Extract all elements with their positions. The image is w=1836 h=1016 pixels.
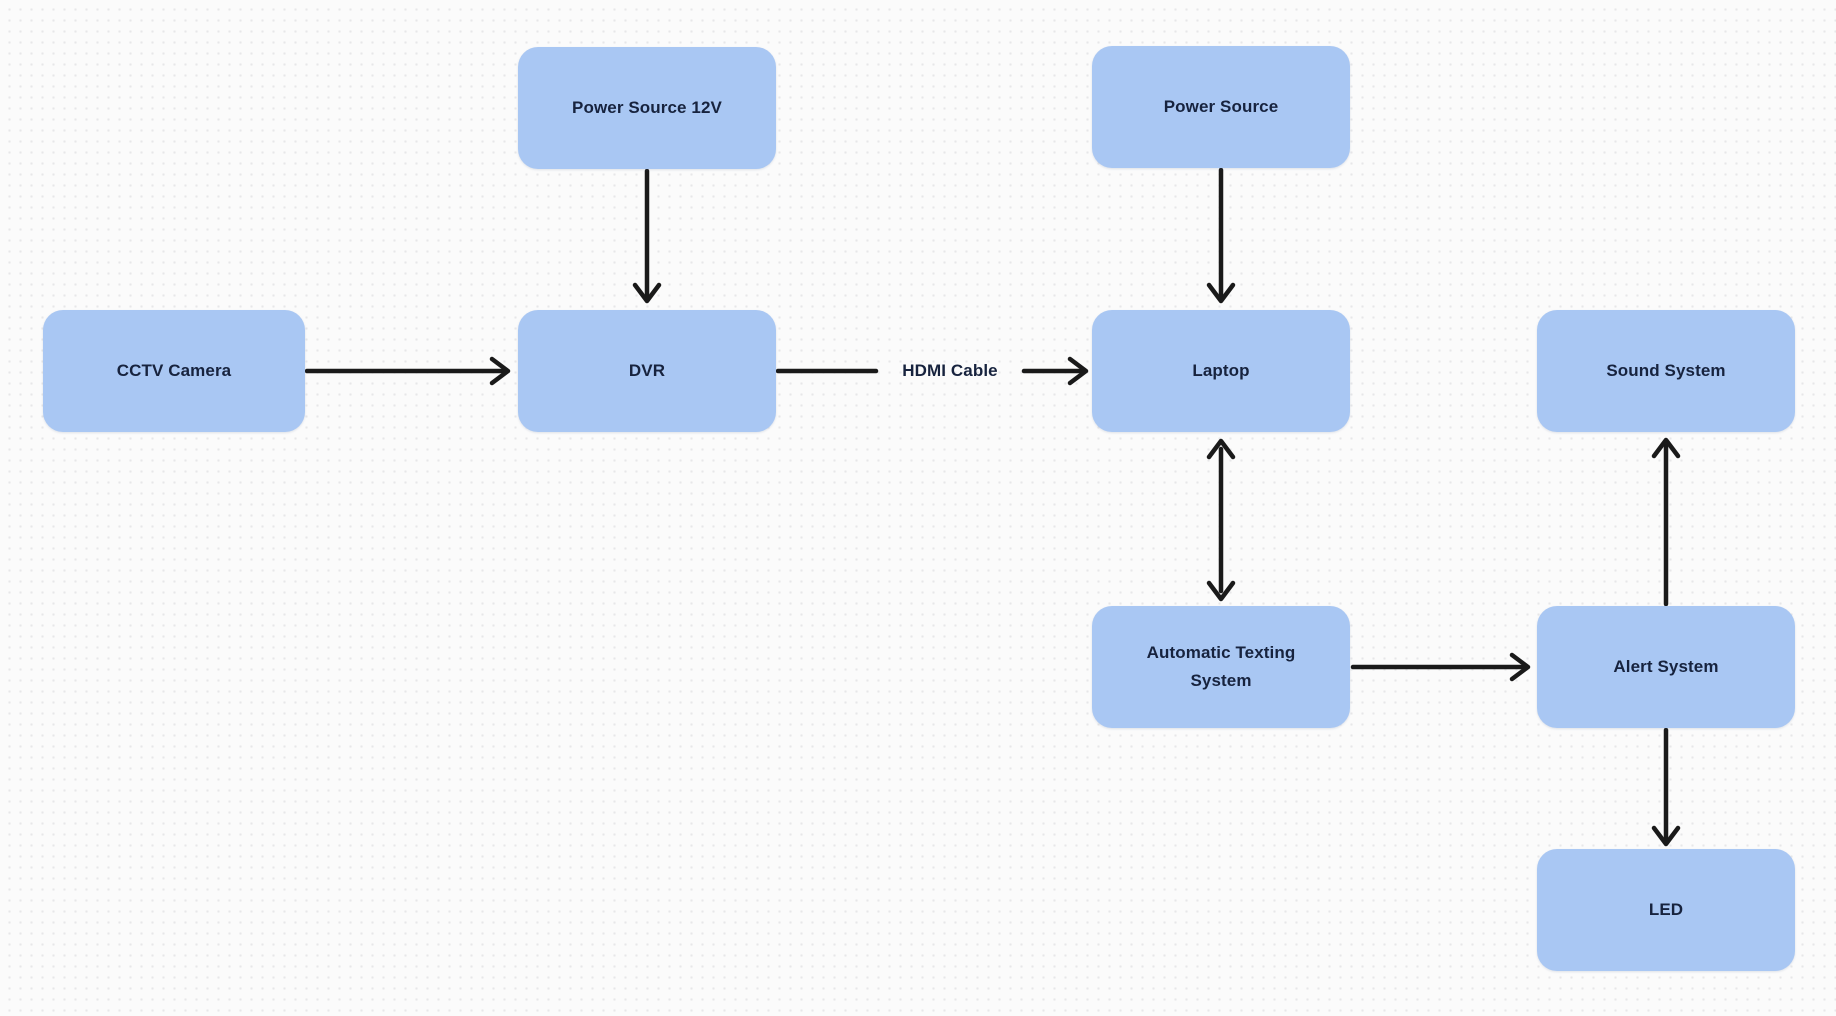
edge-dvr-to-laptop [775,356,1089,386]
node-laptop: Laptop [1092,310,1350,432]
edge-power-to-laptop [1206,167,1236,304]
arrowhead-right-icon [1067,356,1089,386]
arrowhead-up-icon [1206,438,1236,460]
edge-laptop-texting-bidirectional [1206,438,1236,602]
arrowhead-up-icon [1651,437,1681,459]
edge-texting-to-alert [1350,652,1531,682]
node-power-source-12v: Power Source 12V [518,47,776,169]
node-sound-system: Sound System [1537,310,1795,432]
node-automatic-texting-system: Automatic Texting System [1092,606,1350,728]
node-power-source: Power Source [1092,46,1350,168]
arrowhead-right-icon [489,356,511,386]
edge-power12v-to-dvr [632,168,662,304]
edge-alert-to-led [1651,727,1681,847]
arrowhead-down-icon [632,282,662,304]
arrowhead-right-icon [1509,652,1531,682]
node-alert-system: Alert System [1537,606,1795,728]
node-led: LED [1537,849,1795,971]
edge-alert-to-sound [1651,437,1681,607]
arrowhead-down-icon [1651,825,1681,847]
node-dvr: DVR [518,310,776,432]
edge-cctv-to-dvr [304,356,511,386]
edge-label-hdmi-cable: HDMI Cable [902,361,998,380]
node-cctv-camera: CCTV Camera [43,310,305,432]
arrowhead-down-icon [1206,580,1236,602]
arrowhead-down-icon [1206,282,1236,304]
